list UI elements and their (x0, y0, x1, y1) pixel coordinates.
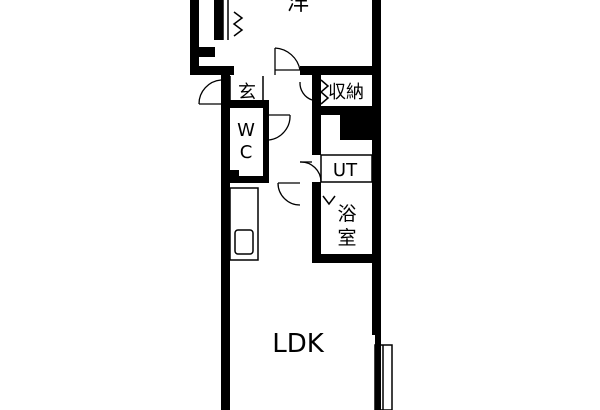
door-west-room-arc (274, 47, 301, 71)
closet-folding-door (232, 11, 244, 37)
room-label-toilet-w: W (237, 120, 255, 141)
wall-toilet-right (263, 100, 269, 180)
room-label-entrance: 玄 (238, 82, 256, 103)
door-storage-arc (299, 81, 313, 101)
wall-storage-bottom (312, 106, 372, 115)
wall-stub (199, 47, 215, 57)
room-labels: 洋 玄 収納 W C UT 浴 室 LDK (237, 0, 364, 359)
wall-right-lower (375, 335, 381, 410)
wall-west-room-bottom (190, 66, 234, 75)
wall-ut-left-upper (312, 115, 321, 155)
room-label-storage: 収納 (328, 82, 364, 103)
room-label-bath-2: 室 (337, 227, 356, 249)
wall-bath-left (312, 182, 321, 262)
ut-box (320, 154, 373, 183)
storage-folding-door (319, 79, 330, 105)
door-swings (198, 47, 322, 206)
wall-pipe-shaft (340, 115, 372, 140)
wall-storage-top (300, 66, 381, 75)
walls (190, 0, 381, 410)
wall-west-room-left (190, 0, 199, 75)
wall-toilet-corner (230, 170, 239, 180)
wall-toilet-bottom (228, 176, 269, 183)
wall-window-jamb (214, 0, 223, 40)
partitions (222, 0, 393, 410)
door-ut-arc (299, 161, 322, 183)
wall-west-room-right (372, 0, 381, 75)
wall-left-long (221, 75, 230, 410)
room-label-utility: UT (333, 160, 358, 181)
room-label-western: 洋 (287, 0, 309, 16)
room-label-ldk: LDK (272, 329, 325, 359)
wall-right-long (372, 75, 381, 335)
wall-bath-bottom (312, 254, 372, 263)
room-label-bath-1: 浴 (337, 203, 356, 225)
bath-door-mark (322, 195, 336, 206)
door-toilet-arc (268, 114, 291, 141)
door-entrance-arc (198, 79, 222, 105)
room-label-toilet-c: C (240, 142, 253, 163)
wall-storage-left (312, 75, 321, 115)
kitchen-sink (234, 229, 254, 255)
kitchen-counter (229, 187, 259, 261)
door-ldk-arc (277, 182, 301, 206)
